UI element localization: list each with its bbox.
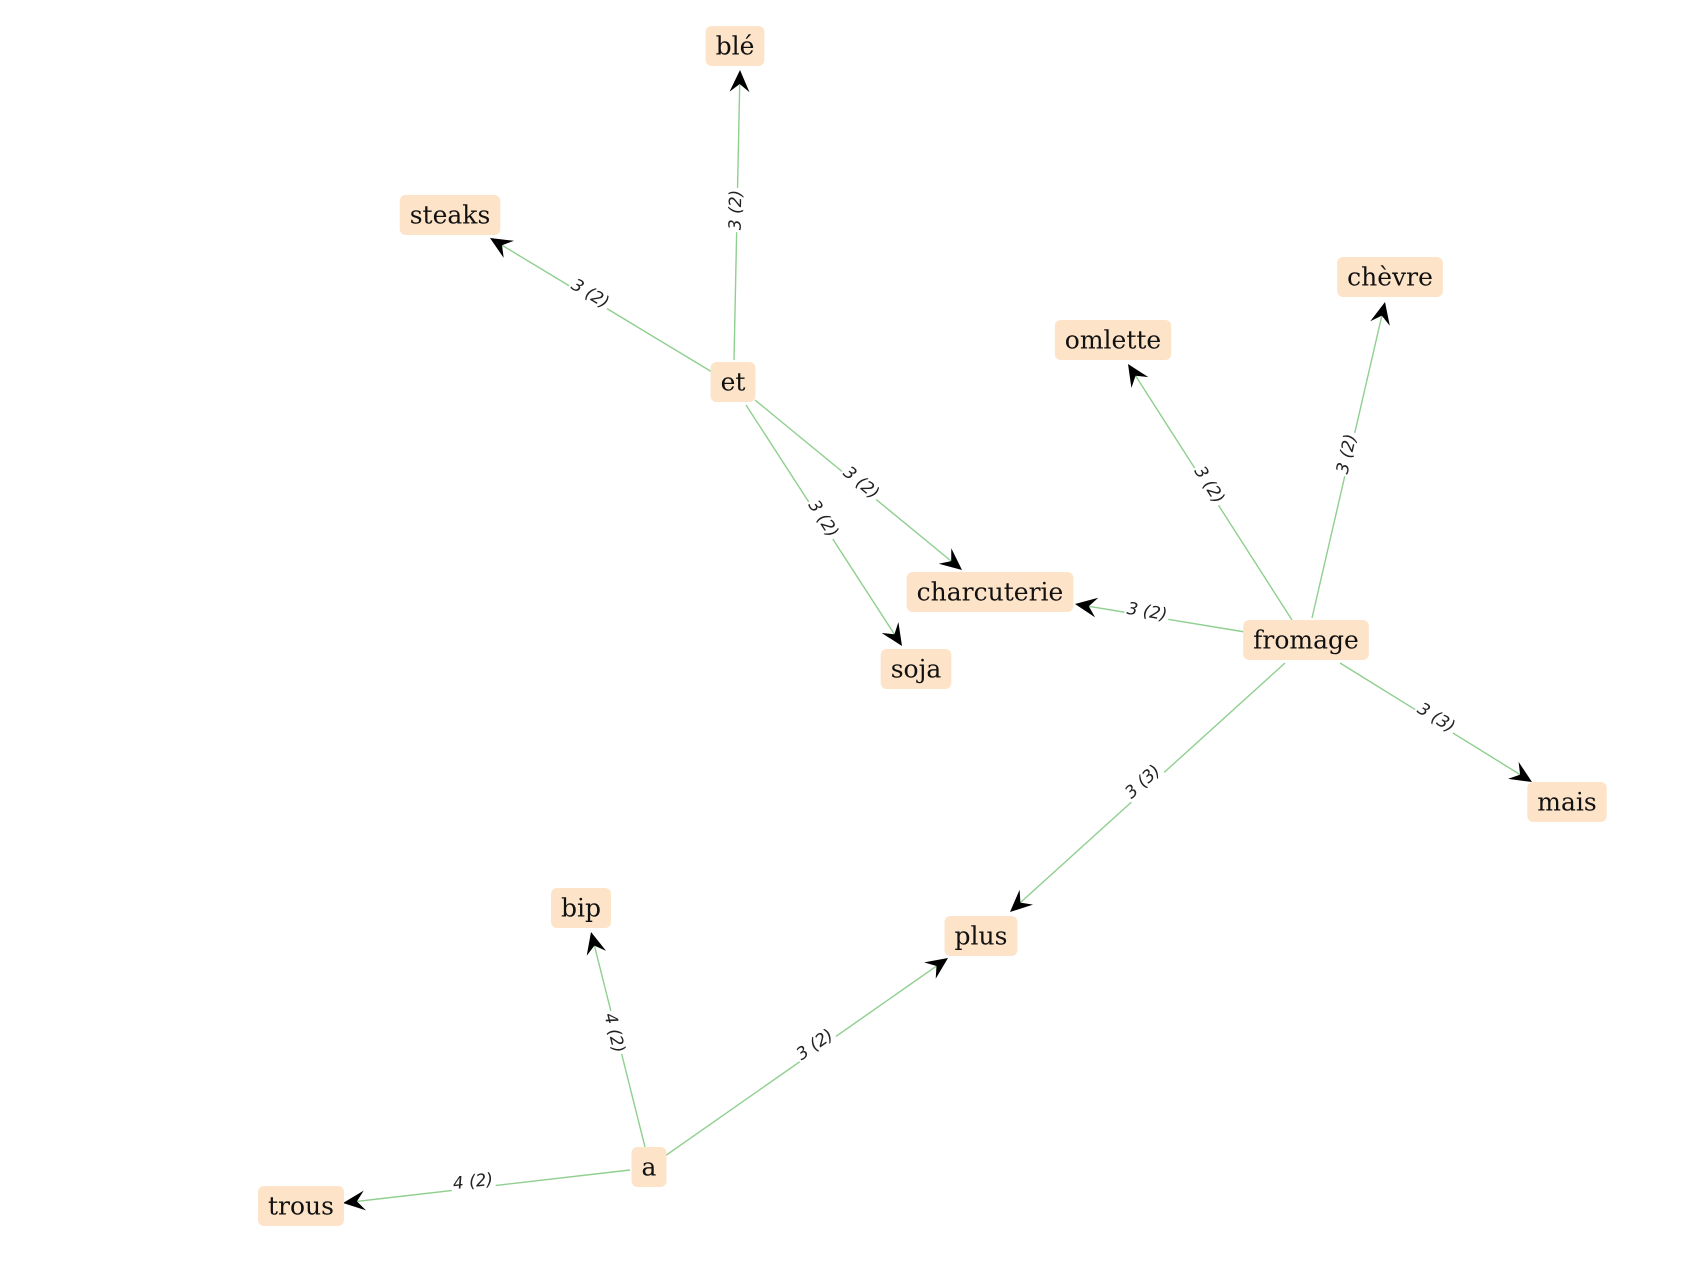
edge-label-background xyxy=(598,1009,630,1057)
node-et: et xyxy=(710,362,756,402)
edge-label-background xyxy=(1119,759,1167,805)
node-mais: mais xyxy=(1527,782,1607,822)
node-label: charcuterie xyxy=(917,578,1064,607)
node-label: omlette xyxy=(1065,326,1161,355)
edge-label-background xyxy=(1411,697,1461,739)
node-box xyxy=(1054,320,1172,360)
edge-fromage-to-mais: 3 (3) xyxy=(1339,662,1532,782)
node-box xyxy=(399,195,501,235)
edge-label: 3 (2) xyxy=(1125,599,1168,625)
node-trous: trous xyxy=(258,1186,344,1226)
node-soja: soja xyxy=(880,649,952,689)
node-charcuterie: charcuterie xyxy=(906,572,1074,612)
node-bip: bip xyxy=(550,888,612,928)
node-box xyxy=(550,888,612,928)
edge-a-to-plus: 3 (2) xyxy=(664,958,948,1157)
edge-label-background xyxy=(1332,430,1362,478)
edge-label-background xyxy=(1188,460,1230,510)
edge-et-to-charcuterie: 3 (2) xyxy=(754,399,962,570)
arrow-head xyxy=(881,622,902,646)
edge-fromage-to-charcuterie: 3 (2) xyxy=(1075,597,1246,633)
node-label: a xyxy=(642,1153,657,1182)
edge-fromage-to-omlette: 3 (2) xyxy=(1128,364,1293,621)
edge-label-background xyxy=(802,494,844,544)
edge-label-background xyxy=(725,187,747,233)
edge-label-background xyxy=(837,461,885,505)
node-label: mais xyxy=(1537,788,1596,817)
arrow-head xyxy=(729,70,750,93)
edge-fromage-to-plus: 3 (3) xyxy=(1010,662,1286,912)
edge-fromage-to-chevre: 3 (2) xyxy=(1311,302,1390,619)
node-box xyxy=(1243,620,1369,660)
node-a: a xyxy=(631,1147,667,1187)
nodes-layer: blé steaks et chèvre omlette charcuterie soja f… xyxy=(258,26,1607,1226)
arrow-head xyxy=(1128,364,1149,388)
node-plus: plus xyxy=(944,916,1018,956)
node-box xyxy=(1527,782,1607,822)
node-box xyxy=(631,1147,667,1187)
edge-et-to-ble: 3 (2) xyxy=(725,70,750,361)
arrow-head xyxy=(343,1190,366,1211)
edge-a-to-trous: 4 (2) xyxy=(343,1169,631,1211)
arrow-head xyxy=(1075,597,1099,618)
node-label: soja xyxy=(891,655,942,684)
node-box xyxy=(1337,257,1443,297)
node-box xyxy=(710,362,756,402)
edge-label: 3 (2) xyxy=(1333,432,1362,476)
node-fromage: fromage xyxy=(1243,620,1369,660)
edge-et-to-steaks: 3 (2) xyxy=(490,238,713,373)
edge-et-to-soja: 3 (2) xyxy=(745,404,902,646)
node-label: trous xyxy=(268,1192,334,1221)
edge-label-background xyxy=(1123,598,1171,626)
arrow-head xyxy=(586,932,607,956)
node-label: fromage xyxy=(1253,626,1359,655)
arrow-head xyxy=(938,548,962,570)
node-steaks: steaks xyxy=(399,195,501,235)
edge-a-to-bip: 4 (2) xyxy=(586,932,646,1148)
edge-label-background xyxy=(565,273,615,315)
node-box xyxy=(880,649,952,689)
arrow-head xyxy=(1010,889,1033,912)
node-label: plus xyxy=(955,922,1008,951)
node-ble: blé xyxy=(705,26,765,66)
node-box xyxy=(258,1186,344,1226)
node-label: et xyxy=(721,368,746,397)
arrow-head xyxy=(1508,761,1532,782)
arrow-head xyxy=(1370,302,1390,326)
node-box xyxy=(906,572,1074,612)
node-label: steaks xyxy=(410,201,491,230)
node-label: chèvre xyxy=(1347,263,1433,292)
edge-label: 4 (2) xyxy=(452,1170,494,1195)
edge-label: 3 (2) xyxy=(726,190,747,231)
arrow-head xyxy=(490,238,514,258)
node-box xyxy=(705,26,765,66)
node-label: bip xyxy=(561,894,601,923)
edge-label-background xyxy=(791,1024,839,1066)
edges-layer: 3 (2)3 (2)3 (2)3 (2)3 (2)3 (2)3 (2)3 (3)… xyxy=(343,70,1532,1211)
edge-label-background xyxy=(449,1169,497,1195)
node-box xyxy=(944,916,1018,956)
arrow-head xyxy=(924,958,948,979)
node-chevre: chèvre xyxy=(1337,257,1443,297)
node-omlette: omlette xyxy=(1054,320,1172,360)
node-label: blé xyxy=(716,32,755,61)
edge-label: 4 (2) xyxy=(599,1011,628,1055)
